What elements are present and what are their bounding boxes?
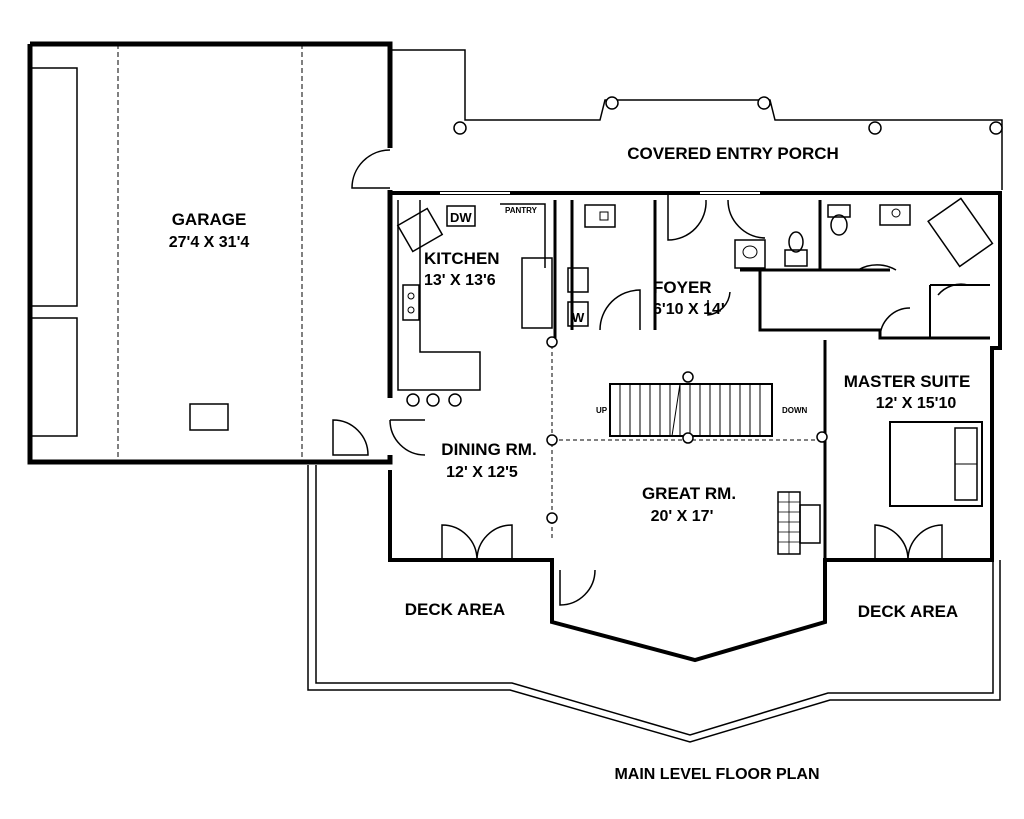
foyer-bath-fixtures — [667, 193, 994, 339]
covered-entry-porch — [390, 49, 1003, 190]
deck-area-right: DECK AREA — [858, 602, 958, 621]
great-room-fixtures — [441, 421, 983, 606]
room-labels: GARAGE 27'4 X 31'4 COVERED ENTRY PORCH K… — [169, 144, 971, 783]
dining-room-name: DINING RM. — [441, 440, 536, 459]
great-room-size: 20' X 17' — [651, 508, 714, 525]
washer-label: W — [572, 310, 585, 325]
deck — [307, 465, 1001, 743]
garage-name: GARAGE — [172, 210, 247, 229]
master-suite-name: MASTER SUITE — [844, 372, 971, 391]
kitchen-name: KITCHEN — [424, 249, 500, 268]
porch-name: COVERED ENTRY PORCH — [627, 144, 839, 163]
dishwasher-label: DW — [450, 210, 472, 225]
kitchen-fixtures: DW PANTRY W — [396, 200, 641, 407]
master-suite-size: 12' X 15'10 — [876, 395, 957, 412]
garage-area — [27, 41, 393, 465]
deck-area-left: DECK AREA — [405, 600, 505, 619]
pantry-label: PANTRY — [505, 206, 538, 215]
stair-up-label: UP — [596, 406, 608, 415]
stair-down-label: DOWN — [782, 406, 808, 415]
plan-title: MAIN LEVEL FLOOR PLAN — [614, 766, 819, 783]
house-walls — [388, 191, 1002, 663]
kitchen-size: 13' X 13'6 — [424, 272, 496, 289]
great-room-name: GREAT RM. — [642, 484, 736, 503]
foyer-name: FOYER — [653, 278, 712, 297]
dining-room-size: 12' X 12'5 — [446, 464, 518, 481]
foyer-size: 6'10 X 14' — [653, 301, 725, 318]
garage-size: 27'4 X 31'4 — [169, 234, 250, 251]
staircase: UP DOWN — [546, 336, 828, 540]
